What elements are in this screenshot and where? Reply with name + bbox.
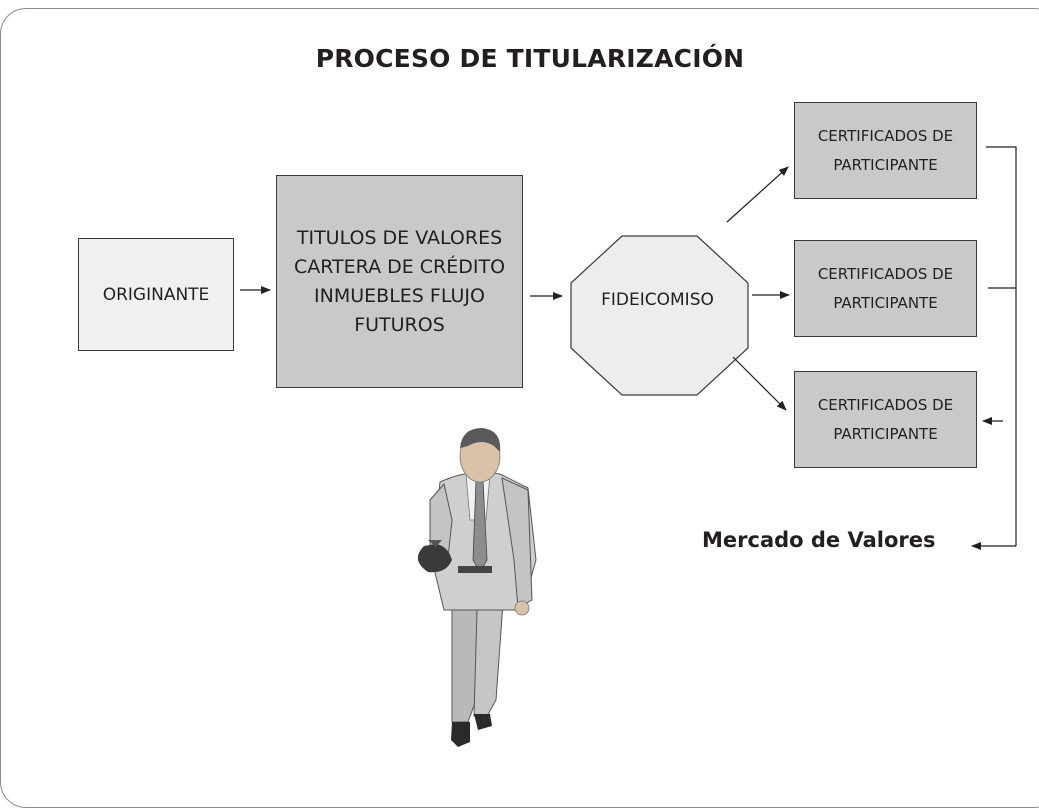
titulos-label: TITULOS DE VALORES CARTERA DE CRÉDITO IN…	[293, 226, 506, 336]
fideicomiso-label: FIDEICOMISO	[601, 290, 714, 310]
certificados-box-3: CERTIFICADOS DE PARTICIPANTE	[794, 371, 977, 468]
diagram-title: PROCESO DE TITULARIZACIÓN	[315, 44, 745, 73]
certificados-label-1: CERTIFICADOS DE PARTICIPANTE	[817, 126, 954, 174]
certificados-label-2: CERTIFICADOS DE PARTICIPANTE	[817, 264, 954, 312]
certificados-box-1: CERTIFICADOS DE PARTICIPANTE	[794, 102, 977, 199]
originante-box: ORIGINANTE	[78, 238, 234, 351]
businessman-illustration	[417, 428, 537, 747]
diagram-graphics	[240, 146, 1017, 747]
certificados-label-3: CERTIFICADOS DE PARTICIPANTE	[817, 395, 954, 443]
bracket-cert1	[986, 146, 1017, 546]
certificados-box-2: CERTIFICADOS DE PARTICIPANTE	[794, 240, 977, 337]
mercado-label: Mercado de Valores	[702, 528, 936, 552]
originante-label: ORIGINANTE	[102, 284, 210, 305]
arrow-fideicomiso-cert3	[732, 356, 787, 411]
arrow-fideicomiso-cert1	[726, 166, 789, 223]
titulos-box: TITULOS DE VALORES CARTERA DE CRÉDITO IN…	[276, 175, 523, 388]
fideicomiso-octagon	[570, 235, 749, 396]
